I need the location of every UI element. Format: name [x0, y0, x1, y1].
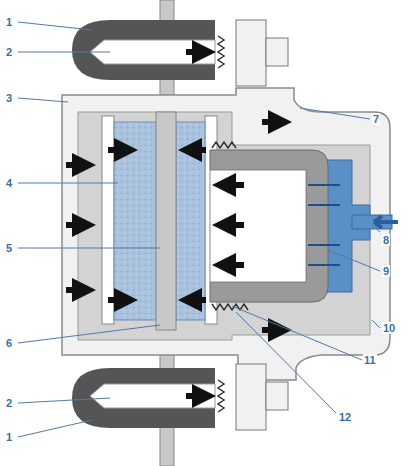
- callout-number: 3: [5, 92, 13, 104]
- callout-number: 1: [5, 16, 13, 28]
- callout-number: 4: [5, 177, 13, 189]
- callout-number: 7: [372, 113, 380, 125]
- callout-number: 9: [382, 265, 390, 277]
- callout-number: 2: [5, 397, 13, 409]
- callout-number: 1: [5, 431, 13, 443]
- callout-number: 8: [382, 234, 390, 246]
- callout-number: 6: [5, 337, 13, 349]
- callout-number: 10: [382, 322, 396, 334]
- callout-number: 11: [363, 354, 377, 366]
- callout-number: 5: [5, 242, 13, 254]
- callout-number: 12: [338, 411, 352, 423]
- callout-number: 2: [5, 46, 13, 58]
